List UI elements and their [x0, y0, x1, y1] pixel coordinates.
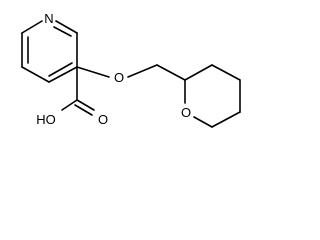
- bond-carbonyl-2: [74, 104, 93, 116]
- bond-c5-c6: [211, 111, 241, 128]
- bond-ether-o-ch2: [127, 64, 158, 78]
- pyran-oxygen-label: O: [181, 105, 191, 120]
- molecule-structure: N O HO O O: [21, 11, 241, 128]
- ether-oxygen-label: O: [114, 70, 124, 85]
- tetrahydropyran-ring: O: [181, 64, 241, 128]
- nitrogen-label: N: [44, 11, 53, 26]
- carboxylic-acid-group: O HO: [36, 66, 108, 127]
- bond-c-hydroxyl: [61, 99, 78, 111]
- bond-c3-c4: [211, 64, 241, 81]
- bond-c2-ether-o: [76, 66, 110, 78]
- bond-n1-c6: [21, 20, 43, 34]
- pyridine-ring: N: [21, 11, 78, 83]
- bond-carbonyl-1: [76, 99, 95, 111]
- bond-c5-c4: [21, 66, 50, 83]
- acid-oxygen-label: O: [98, 112, 108, 127]
- bond-c4-c3-inner: [48, 62, 73, 77]
- bond-c4-c3: [48, 66, 78, 83]
- ether-linkage: O: [76, 64, 186, 85]
- bond-c2-n1: [55, 20, 78, 34]
- bond-c2-n1-inner: [53, 26, 72, 37]
- bond-ch2-pyran-c2: [156, 64, 186, 81]
- hydroxyl-label: HO: [36, 112, 56, 127]
- bond-c6-o1: [193, 116, 213, 128]
- structure-canvas: N O HO O O: [21, 11, 241, 128]
- bond-c2-c3: [184, 64, 213, 81]
